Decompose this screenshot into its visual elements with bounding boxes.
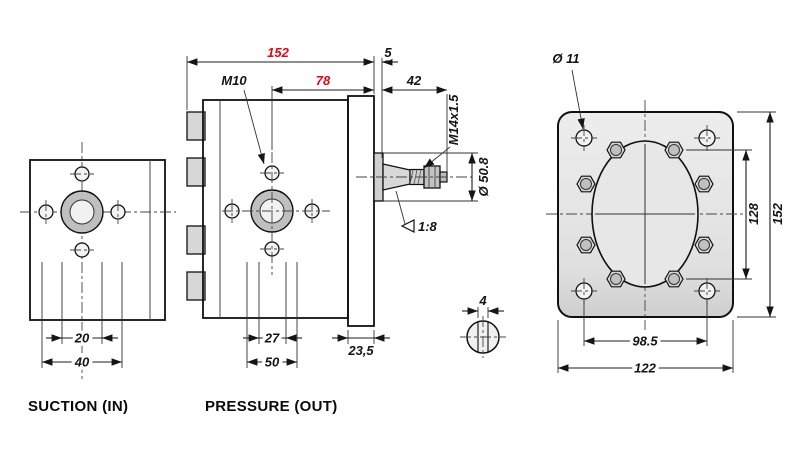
- dim-flange-height-text: 152: [770, 202, 785, 224]
- pressure-port: [222, 152, 330, 275]
- dim-total-length-text: 152: [267, 45, 289, 60]
- mount-ear: [186, 111, 206, 141]
- dim-center-to-face: 78: [271, 73, 374, 150]
- mount-ear: [186, 157, 206, 187]
- dim-plate-thickness: 23,5: [332, 330, 390, 358]
- dim-taper: 1:8: [395, 190, 438, 234]
- dim-port-bolt-spacing-text: 50: [265, 355, 280, 370]
- suction-body: [29, 159, 166, 321]
- taper-symbol: [400, 219, 415, 233]
- suction-port: [38, 166, 126, 258]
- dim-port-bore-text: 27: [264, 331, 280, 346]
- dim-pilot-diameter-text: Ø 50.8: [476, 157, 491, 197]
- suction-label: SUCTION (IN): [28, 398, 128, 415]
- key-detail: 4: [460, 293, 506, 358]
- dim-suction-bore-text: 20: [74, 331, 90, 346]
- dim-pilot-protrusion-text: 5: [384, 45, 392, 60]
- dim-suction-flange-text: 40: [74, 355, 90, 370]
- dim-bolt-thread-text: M10: [221, 73, 247, 88]
- dim-total-length: 152: [186, 45, 375, 110]
- dim-shaft-length-text: 42: [406, 73, 422, 88]
- dim-shaft-thread-text: M14x1.5: [446, 94, 461, 145]
- mount-ear: [186, 225, 206, 255]
- tie-bolts: [576, 141, 714, 288]
- dim-bolt-spacing-horizontal: 98.5: [583, 301, 708, 352]
- dim-bolt-thread: M10: [221, 73, 265, 165]
- dim-bolt-spacing-vertical-text: 128: [746, 202, 761, 224]
- dim-pilot-protrusion: 5: [381, 42, 398, 158]
- dim-bolt-spacing-horizontal-text: 98.5: [632, 334, 658, 349]
- dim-port-bore: 27: [243, 262, 302, 349]
- mount-ear: [186, 271, 206, 301]
- dim-hole-diameter-text: Ø 11: [552, 51, 579, 66]
- dim-flange-width-text: 122: [634, 361, 656, 376]
- dim-port-bolt-spacing: 50: [246, 262, 298, 373]
- corner-holes: [571, 125, 720, 304]
- dim-shaft-length: 42: [382, 73, 448, 172]
- dim-suction-bore: 20: [46, 262, 118, 349]
- dim-flange-width: 122: [557, 320, 734, 379]
- dim-bolt-spacing-vertical: 128: [686, 149, 761, 280]
- dim-plate-thickness-text: 23,5: [347, 343, 374, 358]
- dim-flange-height: 152: [737, 111, 785, 318]
- front-plate: [347, 95, 375, 327]
- dim-suction-flange: 40: [41, 262, 123, 373]
- suction-view: 20 40 SUCTION (IN): [20, 142, 176, 415]
- dim-hole-diameter: Ø 11: [552, 51, 585, 130]
- dim-taper-text: 1:8: [418, 219, 438, 234]
- pressure-view: 152 5 78 42 M10 M14x1.5 Ø 5: [186, 42, 491, 415]
- pressure-label: PRESSURE (OUT): [205, 398, 338, 415]
- flange-view: Ø 11 128 152 98.5 122: [546, 51, 785, 379]
- dim-center-to-face-text: 78: [316, 73, 331, 88]
- dim-pilot-diameter: Ø 50.8: [383, 152, 491, 202]
- dim-key-width-text: 4: [478, 293, 487, 308]
- dim-shaft-thread: M14x1.5: [423, 94, 461, 169]
- drive-shaft: [356, 152, 472, 202]
